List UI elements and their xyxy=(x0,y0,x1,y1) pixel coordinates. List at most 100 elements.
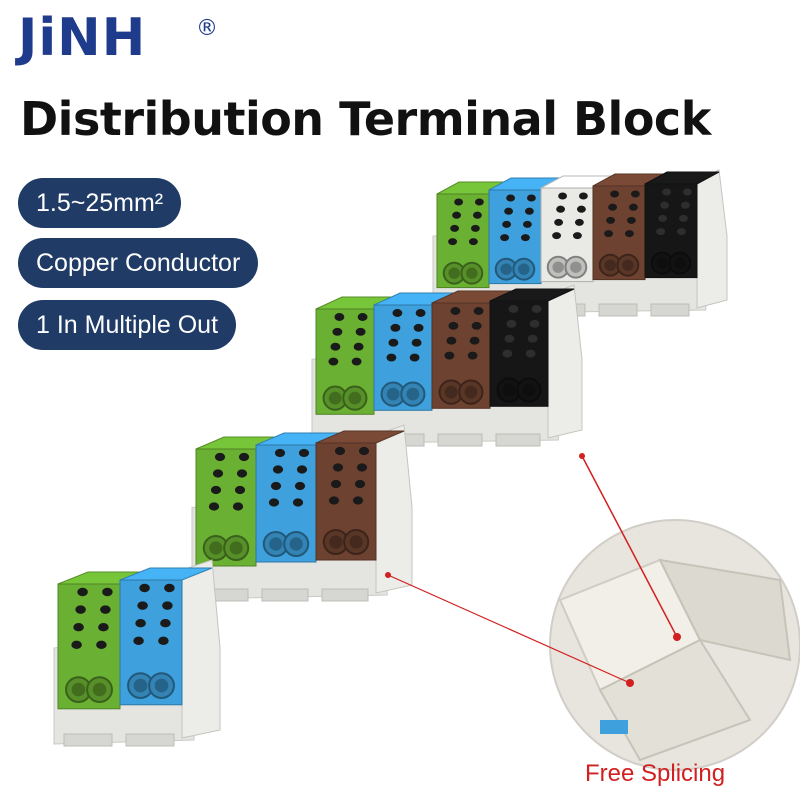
screw-hole xyxy=(576,205,586,213)
page-title: Distribution Terminal Block xyxy=(20,92,711,146)
screw-hole xyxy=(292,498,304,507)
module-blue xyxy=(119,567,213,706)
screw-hole xyxy=(526,194,536,202)
screw-hole xyxy=(606,216,616,224)
screw-hole xyxy=(448,321,459,330)
screw-hole xyxy=(353,342,364,351)
free-splicing-label: Free Splicing xyxy=(585,760,726,787)
screw-hole xyxy=(334,313,345,321)
screw-hole xyxy=(208,502,220,511)
screw-hole xyxy=(162,601,173,610)
screw-hole xyxy=(71,640,82,650)
end-cover xyxy=(181,559,221,739)
screw-hole xyxy=(96,640,107,650)
screw-hole xyxy=(552,232,562,240)
screw-hole xyxy=(504,207,514,215)
screw-hole xyxy=(135,618,146,628)
screw-hole xyxy=(298,448,310,458)
screw-hole xyxy=(139,583,150,593)
input-port-core xyxy=(289,537,303,551)
screw-hole xyxy=(296,465,308,474)
feature-badge-io: 1 In Multiple Out xyxy=(18,300,237,350)
screw-hole xyxy=(75,605,86,614)
screw-hole xyxy=(413,323,424,332)
end-cover xyxy=(547,284,583,439)
screw-hole xyxy=(133,636,144,646)
screw-hole xyxy=(472,211,482,219)
screw-hole xyxy=(390,323,401,332)
screw-hole xyxy=(520,234,530,242)
housing-foot xyxy=(63,733,113,747)
screw-hole xyxy=(676,228,686,236)
input-port-core xyxy=(386,387,400,401)
screw-hole xyxy=(604,230,614,238)
screw-hole xyxy=(98,622,109,632)
input-port-core xyxy=(622,259,634,271)
housing-foot xyxy=(598,303,638,317)
screw-hole xyxy=(330,342,341,351)
screw-hole xyxy=(274,448,286,458)
screw-hole xyxy=(236,469,248,478)
screw-hole xyxy=(351,357,362,366)
screw-hole xyxy=(682,188,692,196)
screw-hole xyxy=(100,605,111,614)
screw-hole xyxy=(662,188,672,196)
screw-hole xyxy=(328,357,339,366)
screw-hole xyxy=(500,234,510,242)
end-cover xyxy=(375,424,413,594)
detail-housing-bottom xyxy=(598,638,752,762)
screw-hole xyxy=(452,211,462,219)
input-port-core xyxy=(348,391,362,405)
screw-hole xyxy=(334,446,346,456)
screw-hole xyxy=(608,203,618,211)
screw-hole xyxy=(474,198,484,206)
screw-hole xyxy=(238,452,250,462)
screw-hole xyxy=(502,349,513,358)
screw-hole xyxy=(506,319,517,328)
screw-hole xyxy=(388,338,399,347)
input-port-core xyxy=(444,385,458,399)
screw-hole xyxy=(624,230,634,238)
screw-hole xyxy=(626,216,636,224)
screw-hole xyxy=(504,334,515,343)
housing-foot xyxy=(125,733,175,747)
screw-hole xyxy=(610,190,620,198)
screw-hole xyxy=(531,305,542,313)
screw-hole xyxy=(471,321,482,330)
screw-hole xyxy=(680,201,690,209)
screw-hole xyxy=(294,481,306,491)
detail-blue-edge xyxy=(600,720,628,734)
input-port-core xyxy=(552,261,564,273)
input-port-core xyxy=(92,682,107,697)
screw-hole xyxy=(77,587,88,597)
input-port-core xyxy=(674,257,686,269)
screw-hole xyxy=(506,194,516,202)
screw-hole xyxy=(448,238,458,246)
input-port-core xyxy=(406,387,420,401)
screw-hole xyxy=(444,351,455,360)
screw-hole xyxy=(164,583,175,593)
screw-hole xyxy=(210,485,222,495)
terminal-block-row xyxy=(311,284,583,447)
screw-hole xyxy=(330,479,342,489)
terminal-block-row xyxy=(53,559,221,747)
brand-logo: JiNH ® xyxy=(18,8,218,68)
housing-foot xyxy=(437,433,483,447)
input-port-core xyxy=(328,391,342,405)
screw-hole xyxy=(411,338,422,347)
screw-hole xyxy=(415,309,426,317)
module-brown xyxy=(431,290,517,409)
screw-hole xyxy=(358,446,370,456)
registered-mark: ® xyxy=(196,16,219,41)
screw-hole xyxy=(332,463,344,472)
screw-hole xyxy=(678,214,688,222)
input-port-core xyxy=(502,383,516,397)
screw-hole xyxy=(328,496,340,505)
callout-line xyxy=(581,455,678,638)
screw-hole xyxy=(272,465,284,474)
screw-hole xyxy=(232,502,244,511)
input-port-core xyxy=(518,263,530,275)
input-port-core xyxy=(269,537,283,551)
screw-hole xyxy=(357,313,368,321)
